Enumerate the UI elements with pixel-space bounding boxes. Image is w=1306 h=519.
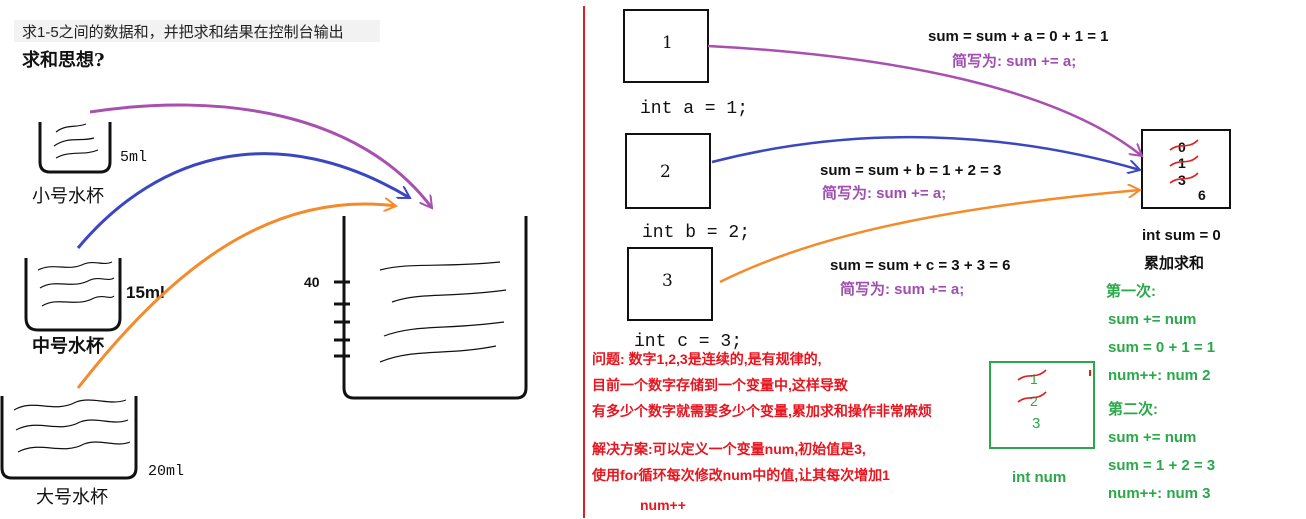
small-cup-pour-arrow bbox=[89, 103, 434, 208]
sum-crossed-value-2: 3 bbox=[1178, 172, 1186, 188]
shorthand-a: 简写为: sum += a; bbox=[952, 52, 1076, 70]
variable-c-value: 3 bbox=[662, 271, 673, 291]
solution-line-2: 使用for循环每次修改num中的值,让其每次增加1 bbox=[591, 467, 890, 483]
small-cup bbox=[38, 122, 112, 174]
medium-cup-label: 中号水杯 bbox=[32, 335, 105, 356]
beaker bbox=[334, 216, 528, 400]
problem-line-1: 问题: 数字1,2,3是连续的,是有规律的, bbox=[592, 351, 821, 367]
equation-b: sum = sum + b = 1 + 2 = 3 bbox=[820, 162, 1001, 179]
large-cup-pour-arrow bbox=[76, 204, 396, 389]
sum-box bbox=[1141, 129, 1231, 209]
equation-c: sum = sum + c = 3 + 3 = 6 bbox=[830, 257, 1011, 274]
variable-b-declaration: int b = 2; bbox=[642, 223, 750, 243]
loop-step-second-heading: 第二次: bbox=[1108, 400, 1158, 418]
small-cup-volume: 5ml bbox=[120, 149, 147, 166]
shorthand-b: 简写为: sum += a; bbox=[822, 184, 946, 202]
variable-b-value: 2 bbox=[660, 162, 671, 182]
equation-a: sum = sum + a = 0 + 1 = 1 bbox=[928, 28, 1109, 45]
sum-declaration: int sum = 0 bbox=[1142, 227, 1221, 244]
num-box bbox=[989, 361, 1095, 449]
heading-background bbox=[14, 20, 380, 42]
num-declaration: int num bbox=[1012, 469, 1066, 486]
solution-line-1: 解决方案:可以定义一个变量num,初始值是3, bbox=[592, 441, 866, 457]
sum-strikethrough-marks bbox=[1169, 139, 1199, 184]
page-heading: 求1-5之间的数据和，并把求和结果在控制台输出 bbox=[22, 24, 344, 41]
sum-crossed-value-1: 1 bbox=[1178, 155, 1186, 171]
problem-line-2: 目前一个数字存储到一个变量中,这样导致 bbox=[592, 377, 849, 393]
variable-c-declaration: int c = 3; bbox=[634, 332, 742, 352]
loop-step-first-line-1: sum += num bbox=[1108, 311, 1196, 328]
loop-step-second-line-2: sum = 1 + 2 = 3 bbox=[1108, 457, 1215, 474]
loop-step-first-heading: 第一次: bbox=[1106, 282, 1156, 300]
large-cup bbox=[0, 396, 138, 480]
problem-line-3: 有多少个数字就需要多少个变量,累加求和操作非常麻烦 bbox=[592, 403, 932, 419]
medium-cup-pour-arrow bbox=[76, 152, 410, 249]
beaker-mark: 40 bbox=[304, 274, 320, 290]
loop-step-first-line-3: num++: num 2 bbox=[1108, 367, 1211, 384]
medium-cup-volume: 15ml bbox=[126, 283, 165, 302]
arrow-c-to-sum bbox=[719, 190, 1140, 284]
medium-cup bbox=[24, 258, 122, 332]
loop-step-second-line-3: num++: num 3 bbox=[1108, 485, 1211, 502]
num-crossed-value-0: 1 bbox=[1030, 371, 1038, 387]
variable-b-box bbox=[625, 133, 711, 209]
sum-crossed-value-0: 0 bbox=[1178, 139, 1186, 155]
small-cup-label: 小号水杯 bbox=[32, 186, 104, 207]
arrow-a-to-sum bbox=[707, 44, 1142, 156]
num-current-value: 3 bbox=[1032, 415, 1040, 432]
num-strikethrough-marks bbox=[1017, 369, 1047, 403]
sum-current-value: 6 bbox=[1198, 187, 1206, 203]
sum-caption: 累加求和 bbox=[1144, 254, 1204, 272]
subheading: 求和思想? bbox=[22, 49, 105, 71]
variable-a-declaration: int a = 1; bbox=[640, 99, 748, 119]
loop-step-second-line-1: sum += num bbox=[1108, 429, 1196, 446]
solution-line-3: num++ bbox=[640, 497, 686, 513]
loop-step-first-line-2: sum = 0 + 1 = 1 bbox=[1108, 339, 1215, 356]
shorthand-c: 简写为: sum += a; bbox=[840, 280, 964, 298]
large-cup-volume: 20ml bbox=[148, 463, 184, 480]
large-cup-label: 大号水杯 bbox=[36, 487, 108, 508]
arrow-b-to-sum bbox=[711, 135, 1140, 170]
variable-c-box bbox=[627, 247, 713, 321]
num-crossed-value-1: 2 bbox=[1030, 393, 1038, 409]
variable-a-value: 1 bbox=[662, 33, 673, 53]
